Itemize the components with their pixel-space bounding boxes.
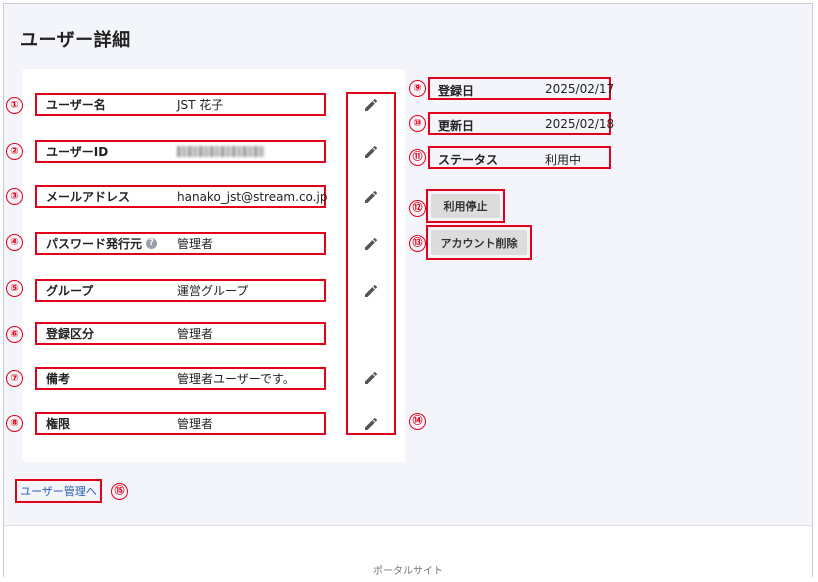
field-label: パスワード発行元 — [46, 237, 143, 251]
redacted-value — [177, 145, 265, 157]
annotation-number-2: ② — [6, 143, 23, 160]
field-label: ユーザーID — [46, 145, 109, 159]
annotation-number-15: ⑮ — [111, 483, 128, 500]
edit-notes-pencil-icon[interactable] — [363, 370, 379, 386]
edit-permission-pencil-icon[interactable] — [363, 416, 379, 432]
field-value: 管理者 — [177, 417, 214, 431]
updated-date-row: 更新日 2025/02/18 — [428, 112, 615, 135]
edit-password-issuer-pencil-icon[interactable] — [363, 236, 379, 252]
annotation-number-7: ⑦ — [6, 370, 23, 387]
suspend-button-frame: 利用停止 — [426, 189, 505, 223]
field-row-email: メールアドレス hanako_jst@stream.co.jp — [35, 185, 328, 208]
suspend-button[interactable]: 利用停止 — [431, 194, 500, 218]
field-label: グループ — [46, 284, 94, 298]
edit-email-pencil-icon[interactable] — [363, 189, 379, 205]
field-row-permission: 権限 管理者 — [35, 412, 326, 435]
annotation-number-8: ⑧ — [6, 415, 23, 432]
field-value: JST 花子 — [177, 98, 224, 112]
field-value: 管理者 — [177, 237, 214, 251]
page-title: ユーザー詳細 — [20, 30, 131, 51]
status-value: 利用中 — [545, 153, 582, 167]
field-row-registration-type: 登録区分 管理者 — [35, 322, 326, 345]
annotation-number-12: ⑫ — [409, 200, 426, 217]
annotation-number-6: ⑥ — [6, 326, 23, 343]
field-label: 登録区分 — [46, 327, 95, 341]
field-value-blurred — [177, 144, 265, 160]
annotation-number-13: ⑬ — [409, 235, 426, 252]
help-icon[interactable]: ? — [146, 238, 158, 249]
footer: ポータルサイト — [4, 525, 812, 577]
field-label: 備考 — [46, 372, 71, 386]
registered-date-label: 登録日 — [438, 84, 475, 98]
edit-group-pencil-icon[interactable] — [363, 283, 379, 299]
back-to-user-management-link[interactable]: ユーザー管理へ — [15, 479, 102, 503]
annotation-number-10: ⑩ — [409, 115, 426, 132]
delete-account-button-frame: アカウント削除 — [426, 225, 532, 260]
status-row: ステータス 利用中 — [428, 146, 611, 169]
footer-portal-site[interactable]: ポータルサイト — [373, 566, 443, 577]
annotation-number-5: ⑤ — [6, 280, 23, 297]
field-value: 運営グループ — [177, 284, 249, 298]
annotation-number-11: ⑪ — [409, 149, 426, 166]
field-value: hanako_jst@stream.co.jp — [177, 189, 328, 204]
updated-date-label: 更新日 — [438, 119, 475, 133]
field-row-user-name: ユーザー名 JST 花子 — [35, 93, 326, 116]
edit-user-id-pencil-icon[interactable] — [363, 144, 379, 160]
field-label: メールアドレス — [46, 190, 131, 204]
field-label: ユーザー名 — [46, 98, 106, 112]
edit-icons-column — [346, 92, 396, 435]
edit-user-name-pencil-icon[interactable] — [363, 97, 379, 113]
field-row-group: グループ 運営グループ — [35, 279, 326, 302]
field-value: 管理者ユーザーです。 — [177, 372, 295, 386]
annotation-number-3: ③ — [6, 188, 23, 205]
delete-account-button[interactable]: アカウント削除 — [431, 230, 527, 255]
registered-date-row: 登録日 2025/02/17 — [428, 77, 615, 100]
annotation-number-9: ⑨ — [409, 80, 426, 97]
registered-date-value: 2025/02/17 — [545, 82, 615, 96]
updated-date-value: 2025/02/18 — [545, 117, 615, 131]
field-row-user-id: ユーザーID — [35, 140, 326, 163]
annotation-number-14: ⑭ — [409, 413, 426, 430]
annotation-number-4: ④ — [6, 234, 23, 251]
status-label: ステータス — [438, 153, 499, 167]
user-detail-card — [22, 69, 405, 462]
field-label: 権限 — [46, 417, 71, 431]
field-row-notes: 備考 管理者ユーザーです。 — [35, 367, 326, 390]
field-row-password-issuer: パスワード発行元 ? 管理者 — [35, 232, 326, 255]
field-value: 管理者 — [177, 327, 214, 341]
field-label-wrap: パスワード発行元 ? — [46, 235, 158, 252]
annotation-number-1: ① — [6, 97, 23, 114]
